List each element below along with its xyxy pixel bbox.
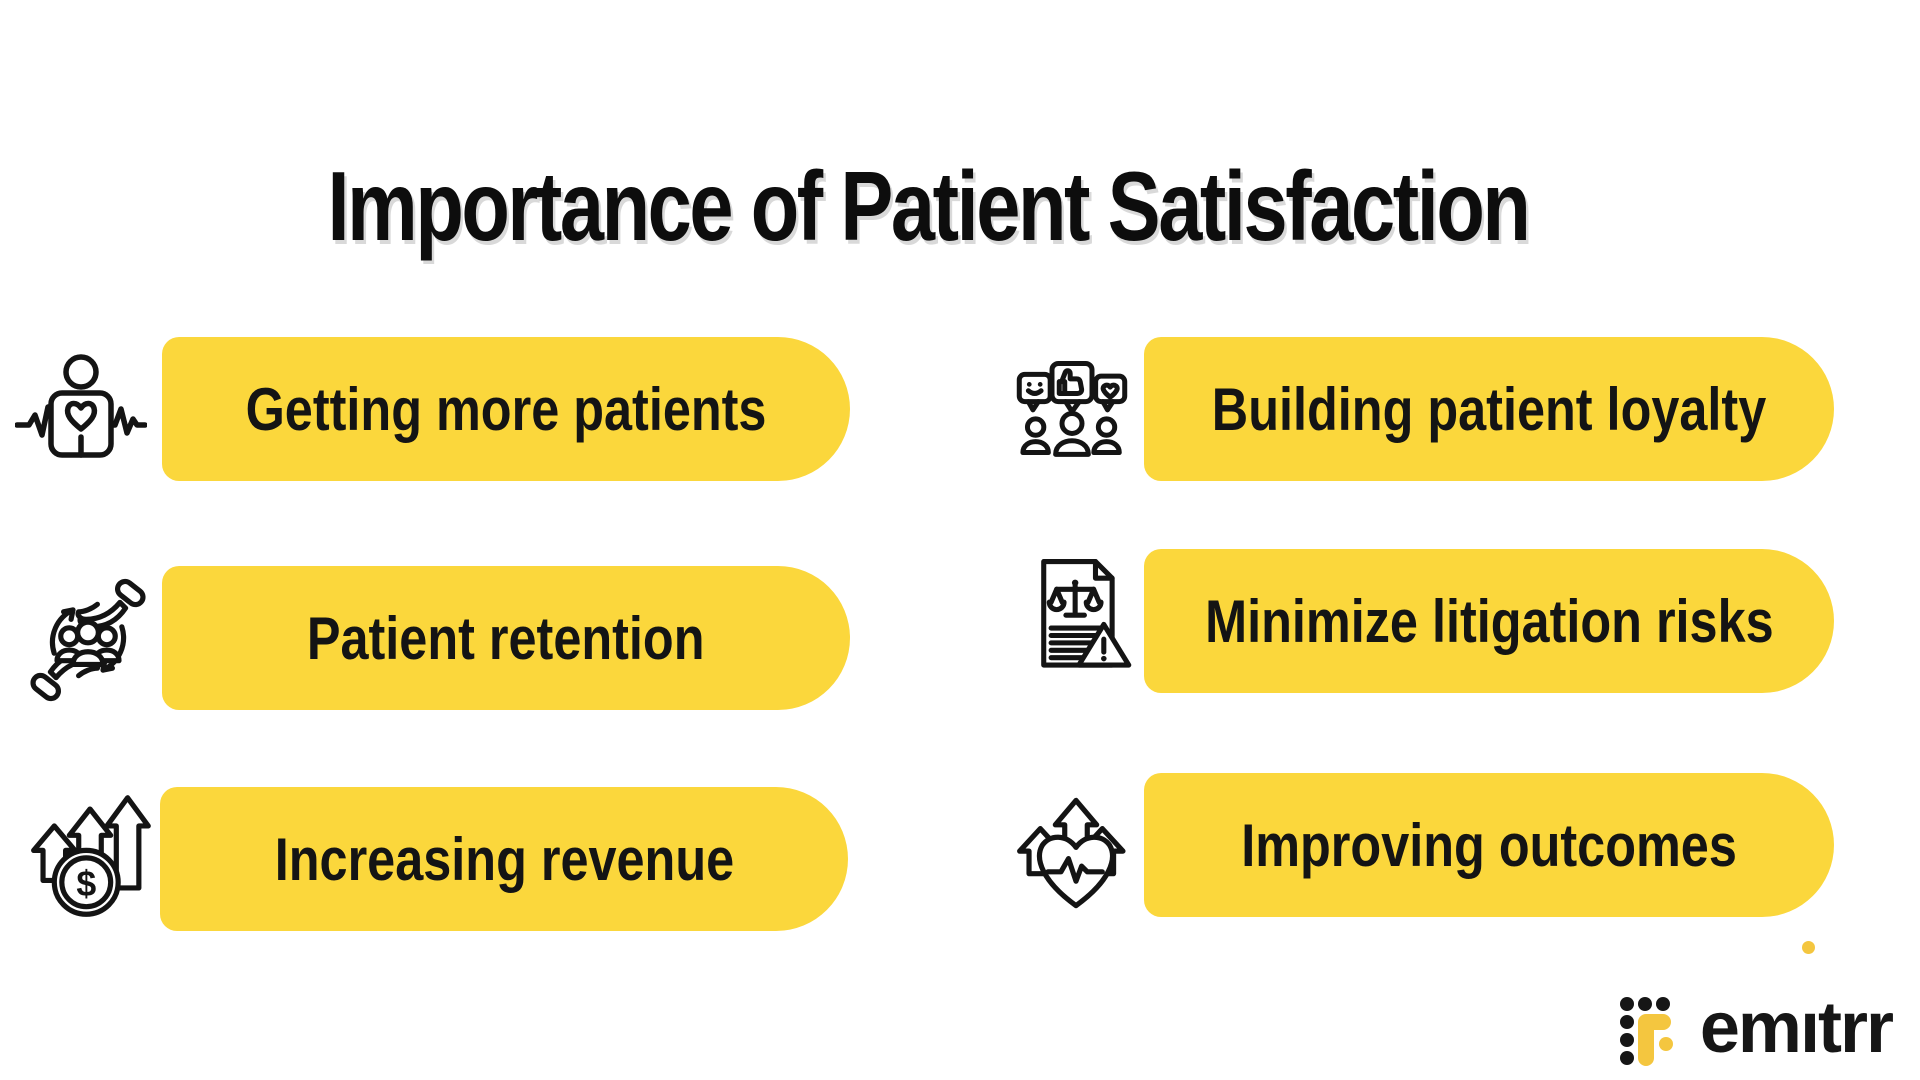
benefit-label: Building patient loyalty [1211, 375, 1767, 443]
emitrr-logo-mark-icon [1618, 995, 1690, 1067]
feedback-bubbles-people-icon [1012, 358, 1132, 478]
heart-pulse-growth-icon [1014, 791, 1138, 915]
dollar-growth-icon: $ [28, 794, 152, 918]
person-heartbeat-icon [15, 345, 147, 477]
benefit-label: Minimize litigation risks [1204, 587, 1774, 655]
benefit-banner-building-patient-loyalty: Building patient loyalty [1144, 337, 1834, 481]
legal-document-warning-icon [1016, 556, 1138, 678]
benefit-banner-increasing-revenue: Increasing revenue [160, 787, 848, 931]
benefit-banner-improving-outcomes: Improving outcomes [1144, 773, 1834, 917]
benefit-label: Increasing revenue [274, 825, 734, 893]
page-title: Importance of Patient Satisfaction [327, 150, 1531, 261]
benefit-banner-getting-more-patients: Getting more patients [162, 337, 850, 481]
benefit-label: Patient retention [307, 604, 705, 672]
benefit-banner-patient-retention: Patient retention [162, 566, 850, 710]
svg-text:$: $ [76, 864, 96, 904]
benefit-label: Improving outcomes [1241, 811, 1737, 879]
hands-people-cycle-icon [26, 578, 150, 702]
benefit-label: Getting more patients [245, 375, 767, 443]
benefit-banner-minimize-litigation-risks: Minimize litigation risks [1144, 549, 1834, 693]
